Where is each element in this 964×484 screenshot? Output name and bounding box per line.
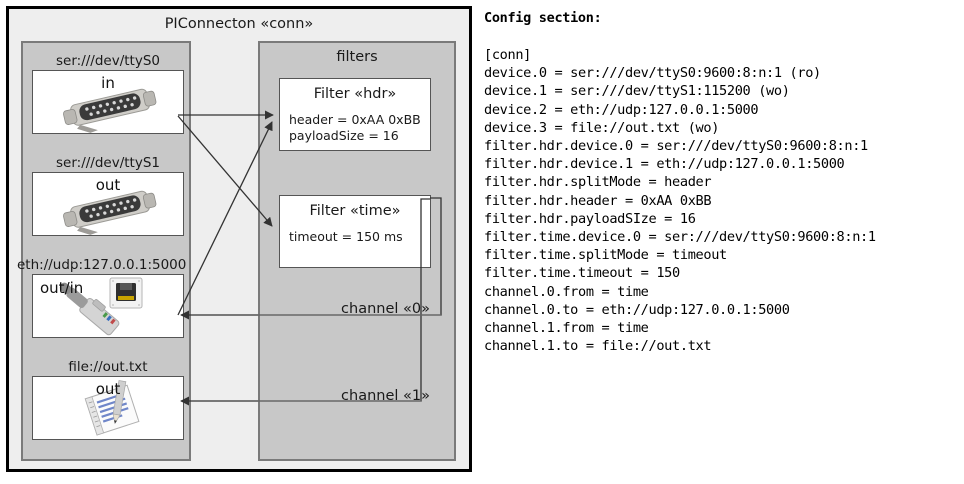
device-file-label: file://out.txt (68, 359, 148, 375)
device-ttys0-io: in (101, 74, 115, 92)
serial-port-icon (33, 71, 183, 133)
device-file[interactable]: file://out.txt out (32, 359, 184, 440)
device-ttys1-label: ser:///dev/ttyS1 (56, 155, 160, 171)
filter-time-props: timeout = 150 ms (289, 229, 403, 244)
serial-port-icon (33, 173, 183, 235)
device-ttys0[interactable]: ser:///dev/ttyS0 in (32, 53, 184, 134)
device-ttys1[interactable]: ser:///dev/ttyS1 out (32, 155, 184, 236)
device-eth[interactable]: eth://udp:127.0.0.1:5000 out/in (17, 257, 187, 338)
filter-time-box[interactable]: Filter «time» timeout = 150 ms (279, 195, 431, 268)
config-heading: Config section: (484, 10, 602, 26)
device-eth-box[interactable]: out/in (32, 274, 184, 338)
device-eth-io: out/in (40, 279, 84, 297)
filter-hdr-title: Filter «hdr» (313, 86, 397, 102)
text-document-icon (33, 377, 183, 439)
config-text: [conn] device.0 = ser:///dev/ttyS0:9600:… (484, 47, 876, 355)
device-eth-label: eth://udp:127.0.0.1:5000 (17, 257, 187, 273)
diagram-title: PIConnecton «conn» (164, 16, 314, 32)
device-ttys0-label: ser:///dev/ttyS0 (56, 53, 160, 69)
channel-1-label: channel «1» (341, 388, 430, 404)
device-ttys1-box[interactable]: out (32, 172, 184, 236)
device-ttys0-box[interactable]: in (32, 70, 184, 134)
device-file-box[interactable]: out (32, 376, 184, 440)
config-section: Config section: [conn] device.0 = ser://… (484, 6, 958, 476)
filter-time-title: Filter «time» (309, 203, 401, 219)
ethernet-jack-icon (33, 275, 183, 337)
filters-panel-title: filters (336, 49, 378, 65)
device-file-io: out (95, 380, 121, 398)
channel-0-label: channel «0» (341, 301, 430, 317)
filters-panel: filters Filter «hdr» header = 0xAA 0xBB … (258, 41, 456, 461)
devices-panel: ser:///dev/ttyS0 in (17, 41, 191, 461)
device-ttys1-io: out (95, 176, 121, 194)
filter-hdr-props: header = 0xAA 0xBB payloadSize = 16 (289, 112, 421, 143)
filter-hdr-box[interactable]: Filter «hdr» header = 0xAA 0xBB payloadS… (279, 78, 431, 151)
piconnector-diagram: PIConnecton «conn» ser:///dev/ttyS0 in (6, 6, 472, 472)
